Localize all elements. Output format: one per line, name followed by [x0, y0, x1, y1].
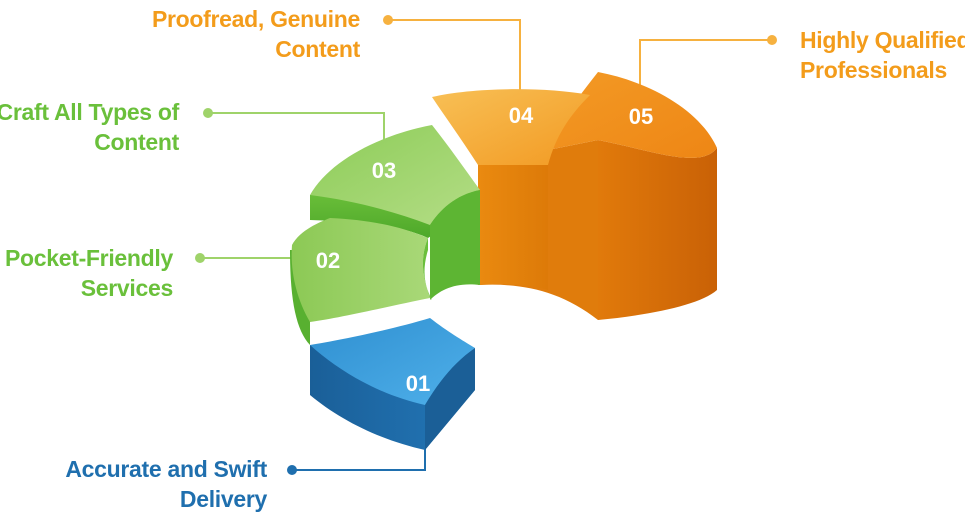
- label-05-line1: Highly Qualified: [800, 27, 965, 53]
- connector-03: [208, 112, 385, 142]
- segment-03-inner: [430, 190, 480, 300]
- label-03-line2: Content: [94, 129, 179, 155]
- connector-01-dot: [287, 465, 297, 475]
- label-02: Pocket-Friendly Services: [5, 243, 173, 303]
- connector-04-dot: [383, 15, 393, 25]
- segment-02: [290, 218, 432, 345]
- segment-04-top: [432, 89, 590, 165]
- label-02-line2: Services: [80, 275, 174, 301]
- connector-05: [639, 39, 772, 85]
- segment-01: [310, 318, 475, 450]
- connector-01: [292, 448, 426, 471]
- segment-04-number: 04: [509, 103, 534, 128]
- segment-02-inner: [422, 238, 432, 300]
- label-04-line2: Content: [275, 36, 360, 62]
- label-02-line1: Pocket-Friendly: [4, 245, 173, 271]
- label-05-line2: Professionals: [800, 57, 947, 83]
- connector-05-dot: [767, 35, 777, 45]
- segment-02-top: [291, 218, 430, 322]
- label-05: Highly Qualified Professionals: [800, 25, 965, 85]
- label-03-line1: Craft All Types of: [0, 99, 179, 125]
- segment-03: [310, 125, 480, 300]
- segment-02-number: 02: [316, 248, 340, 273]
- segment-01-top: [310, 318, 475, 405]
- label-03: Craft All Types of Content: [0, 97, 179, 157]
- segment-04-side: [478, 165, 548, 290]
- segment-05-outer-side: [598, 140, 717, 320]
- connector-03-dot: [203, 108, 213, 118]
- label-01: Accurate and Swift Delivery: [65, 454, 267, 514]
- segment-03-top: [310, 125, 480, 225]
- label-04: Proofread, Genuine Content: [152, 4, 360, 64]
- segment-05-number: 05: [629, 104, 653, 129]
- connector-lines: [195, 15, 777, 475]
- connector-02-dot: [195, 253, 205, 263]
- connector-04: [388, 19, 521, 92]
- label-04-line1: Proofread, Genuine: [151, 6, 360, 32]
- label-01-line2: Delivery: [179, 486, 267, 512]
- segment-01-front: [425, 348, 475, 450]
- segment-05-top: [548, 72, 717, 158]
- segment-numbers: 01 02 03 04 05: [316, 103, 653, 396]
- label-01-line1: Accurate and Swift: [65, 456, 267, 482]
- segment-03-number: 03: [372, 158, 396, 183]
- segment-01-number: 01: [406, 371, 430, 396]
- segment-04: [432, 89, 590, 290]
